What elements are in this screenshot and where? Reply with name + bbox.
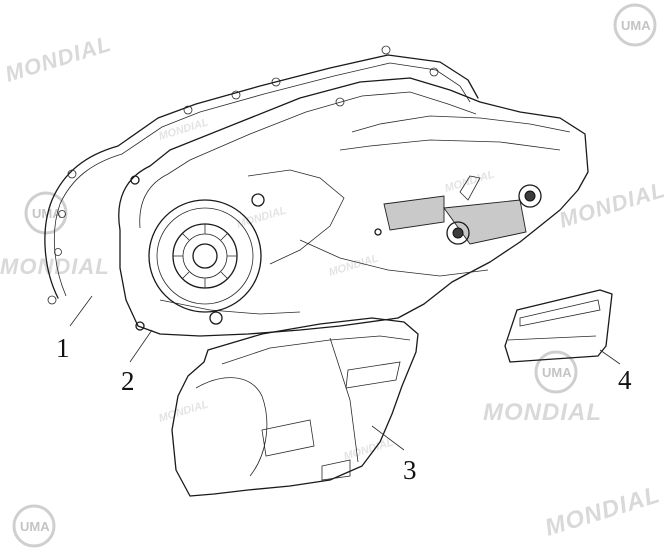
watermark-mondial-lower-right: MONDIAL [483,399,602,426]
callout-2: 2 [121,366,135,396]
watermark-small-5: MONDIAL [157,398,210,425]
uma-logo-left: UMA [24,191,68,235]
watermark-mondial-top-left: MONDIAL [2,31,114,87]
uma-logo-right: UMA [534,350,578,394]
callout-3: 3 [403,455,417,485]
watermark-small-4: MONDIAL [443,168,496,195]
part-2-crankcase-cover [118,77,589,337]
leader-lines [69,295,621,451]
watermark-small-1: MONDIAL [157,116,210,143]
callout-numbers: 1 2 3 4 [56,333,632,485]
part-3-lower-cover [171,317,419,497]
uma-logo-top-right: UMA [613,3,657,47]
watermark-mondial-right: MONDIAL [556,177,664,233]
watermark-layer: MONDIAL MONDIAL MONDIAL MONDIAL MONDIAL … [0,3,664,548]
watermark-small-6: MONDIAL [342,436,395,463]
svg-text:UMA: UMA [20,519,50,534]
uma-logo-bottom-left: UMA [12,504,56,548]
callout-4: 4 [618,365,632,395]
part-1-gasket [44,45,479,305]
svg-text:UMA: UMA [621,18,651,33]
callout-1: 1 [56,333,70,363]
svg-text:UMA: UMA [542,365,572,380]
watermark-mondial-bottom-right: MONDIAL [542,481,664,542]
watermark-mondial-left: MONDIAL [0,254,110,279]
